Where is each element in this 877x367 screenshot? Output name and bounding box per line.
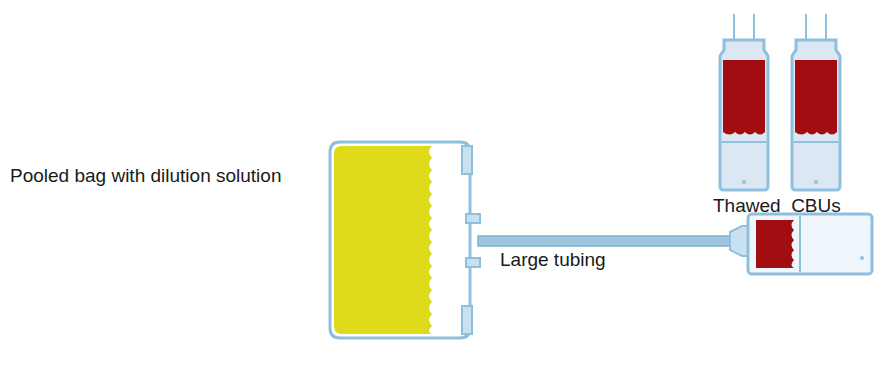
- pooled-bag: [330, 142, 480, 338]
- bag-label: Pooled bag with dilution solution: [10, 162, 300, 189]
- receiving-bag: [730, 214, 872, 274]
- cbu-bag: [792, 14, 840, 190]
- cbu-label: Thawed CBUs: [713, 192, 873, 219]
- large-tubing: [478, 236, 730, 246]
- tubing-label: Large tubing: [500, 246, 700, 273]
- cbu-bag: [720, 14, 768, 190]
